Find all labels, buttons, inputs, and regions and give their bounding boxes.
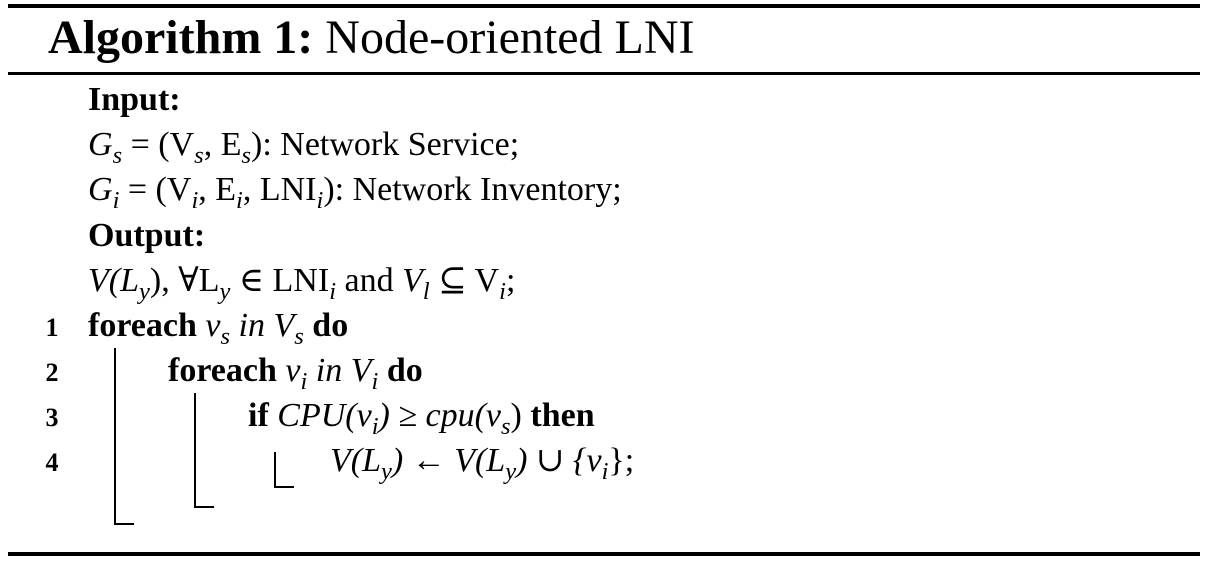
step-2: foreach vi in Vi do — [168, 351, 423, 394]
output-heading: Output: — [88, 217, 206, 254]
step-2-var-sub: i — [300, 367, 308, 395]
block-end-foreach-outer — [114, 523, 134, 525]
input-gs: Gs = (Vs, Es): Network Service; — [88, 125, 520, 168]
output-expression: V(Ly), ∀Ly ∈ LNIi and Vl ⊆ Vi; — [88, 261, 516, 304]
input-gi: Gi = (Vi, Ei, LNIi): Network Inventory; — [88, 170, 622, 213]
step-1-set-sub: s — [294, 322, 304, 350]
gi-rhs-start: = (V — [127, 171, 192, 208]
line-number-4: 4 — [45, 448, 59, 477]
gs-description: : Network Service; — [262, 126, 520, 163]
gi-rhs-mid2: , LNI — [242, 171, 317, 208]
line-number-1: 1 — [45, 313, 59, 342]
step-3-keyword: if — [248, 397, 269, 434]
step-2-in: in — [307, 352, 351, 389]
step-3-sub-a: i — [371, 412, 379, 440]
step-1-in: in — [230, 307, 274, 344]
step-1-set: V — [273, 307, 295, 344]
gs-rhs-sub2: s — [241, 141, 251, 169]
step-3: if CPU(vi) ≥ cpu(vs) then — [248, 396, 595, 439]
step-4-sub-a: y — [381, 457, 392, 485]
step-3-part-a: CPU(v — [277, 397, 372, 434]
algorithm-title: Algorithm 1: Node-oriented LNI — [48, 9, 694, 67]
step-4-part-c: ) ∪ {v — [516, 442, 602, 479]
step-3-then: then — [530, 397, 595, 434]
output-sub-b: y — [219, 277, 231, 305]
step-1-keyword: foreach — [88, 307, 197, 344]
block-end-foreach-inner — [194, 506, 214, 508]
step-4-part-d: }; — [608, 442, 635, 479]
step-1-do: do — [312, 307, 349, 344]
step-3-part-b: ) ≥ cpu(v — [378, 397, 502, 434]
line-number-3: 3 — [45, 403, 59, 432]
header-rule — [8, 72, 1200, 75]
gs-rhs-mid: , E — [203, 126, 242, 163]
gs-rhs-start: = (V — [130, 126, 195, 163]
output-part-e: ⊆ V — [429, 262, 500, 299]
step-1-var: v — [205, 307, 221, 344]
gs-symbol: G — [88, 126, 113, 163]
gi-symbol: G — [88, 171, 113, 208]
step-1: foreach vs in Vs do — [88, 306, 349, 349]
step-3-part-c: ) — [510, 397, 522, 434]
gi-subscript: i — [112, 186, 120, 214]
gi-rhs-sub3: i — [316, 186, 324, 214]
gi-rhs-mid: , E — [198, 171, 237, 208]
output-part-a: V(L — [88, 262, 139, 299]
gi-description: : Network Inventory; — [334, 171, 622, 208]
step-2-do: do — [386, 352, 423, 389]
output-sub-e: i — [499, 277, 506, 305]
output-part-b: ), ∀L — [149, 262, 220, 299]
algorithm-label: Algorithm 1: — [48, 11, 314, 64]
gi-rhs-sub2: i — [236, 186, 243, 214]
step-4-part-a: V(L — [330, 442, 381, 479]
step-2-keyword: foreach — [168, 352, 277, 389]
step-4: V(Ly) ← V(Ly) ∪ {vi}; — [330, 441, 635, 484]
line-number-2: 2 — [45, 358, 59, 387]
gi-rhs-sub1: i — [191, 186, 199, 214]
output-end: ; — [505, 262, 516, 299]
output-part-c: ∈ LNI — [230, 262, 330, 299]
block-bar-foreach-inner — [194, 393, 196, 508]
step-4-sub-c: i — [601, 457, 609, 485]
step-4-sub-b: y — [505, 457, 517, 485]
step-1-var-sub: s — [220, 322, 231, 350]
step-3-sub-b: s — [501, 412, 511, 440]
step-2-var: v — [285, 352, 301, 389]
algorithm-name: Node-oriented LNI — [325, 11, 695, 64]
block-bar-foreach-outer — [114, 348, 116, 525]
output-sub-c: i — [329, 277, 336, 305]
output-sub-a: y — [139, 277, 150, 305]
step-2-set: V — [350, 352, 372, 389]
block-end-if — [274, 486, 294, 488]
output-conjunction: and — [336, 262, 403, 299]
gs-rhs-sub1: s — [194, 141, 204, 169]
gi-rhs-end: ) — [323, 171, 335, 208]
top-rule — [8, 4, 1200, 8]
bottom-rule — [8, 552, 1200, 556]
gs-subscript: s — [112, 141, 123, 169]
output-sub-d: l — [422, 277, 430, 305]
input-heading: Input: — [88, 81, 181, 118]
step-2-set-sub: i — [371, 367, 379, 395]
step-4-part-b: ) ← V(L — [391, 442, 506, 479]
output-part-d: V — [402, 262, 423, 299]
block-bar-if — [274, 452, 276, 488]
gs-rhs-end: ) — [251, 126, 263, 163]
